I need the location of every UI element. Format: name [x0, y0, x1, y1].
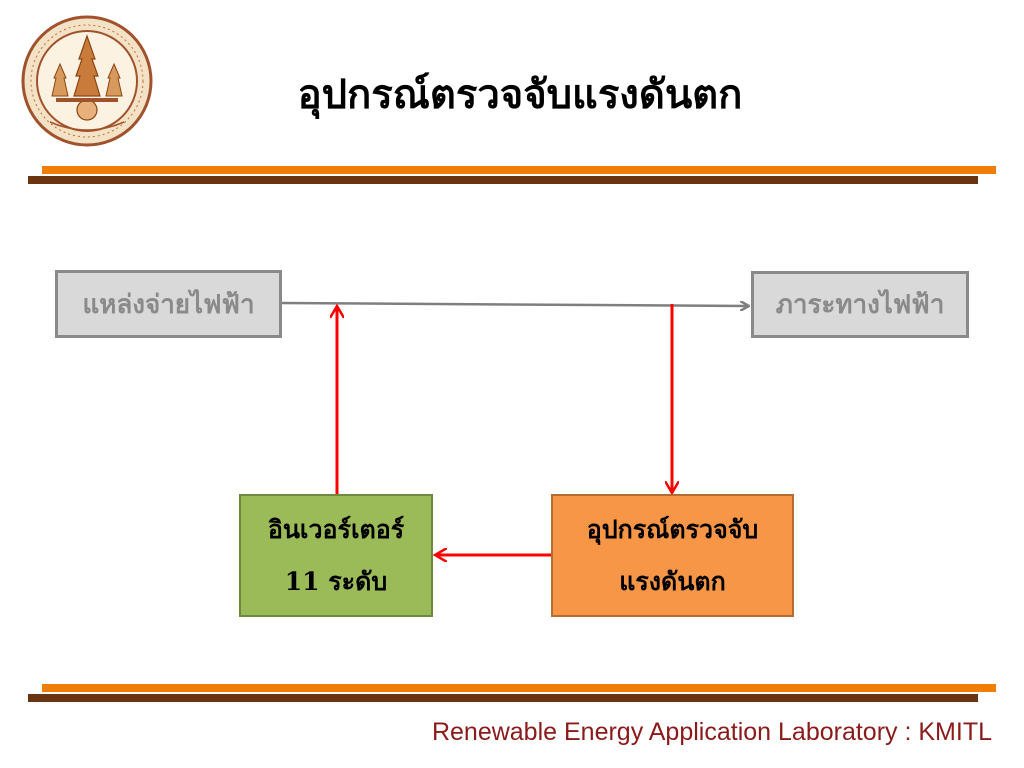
voltage-sag-detector-box: อุปกรณ์ตรวจจับ แรงดันตก — [551, 494, 794, 617]
top-accent-bar-orange — [42, 166, 996, 174]
multilevel-inverter-box: อินเวอร์เตอร์ 11 ระดับ — [239, 494, 433, 617]
inverter-label-line2: 11 ระดับ — [284, 566, 388, 596]
power-source-box: แหล่งจ่ายไฟฟ้า — [55, 270, 282, 338]
top-accent-bar-brown — [28, 176, 978, 184]
footer-lab-name: Renewable Energy Application Laboratory … — [431, 718, 992, 746]
electrical-load-box: ภาระทางไฟฟ้า — [751, 271, 969, 338]
slide-title: อุปกรณ์ตรวจจับแรงดันตก — [297, 71, 743, 118]
power-line-source-to-load — [281, 303, 748, 306]
electrical-load-label: ภาระทางไฟฟ้า — [775, 290, 945, 320]
power-source-label: แหล่งจ่ายไฟฟ้า — [82, 289, 255, 320]
inverter-label-line1: อินเวอร์เตอร์ — [267, 514, 405, 544]
detector-label-line1: อุปกรณ์ตรวจจับ — [586, 514, 759, 544]
university-emblem-logo — [21, 15, 153, 147]
bottom-accent-bar-orange — [42, 684, 996, 692]
detector-label-line2: แรงดันตก — [619, 566, 726, 596]
bottom-accent-bar-brown — [28, 694, 978, 702]
